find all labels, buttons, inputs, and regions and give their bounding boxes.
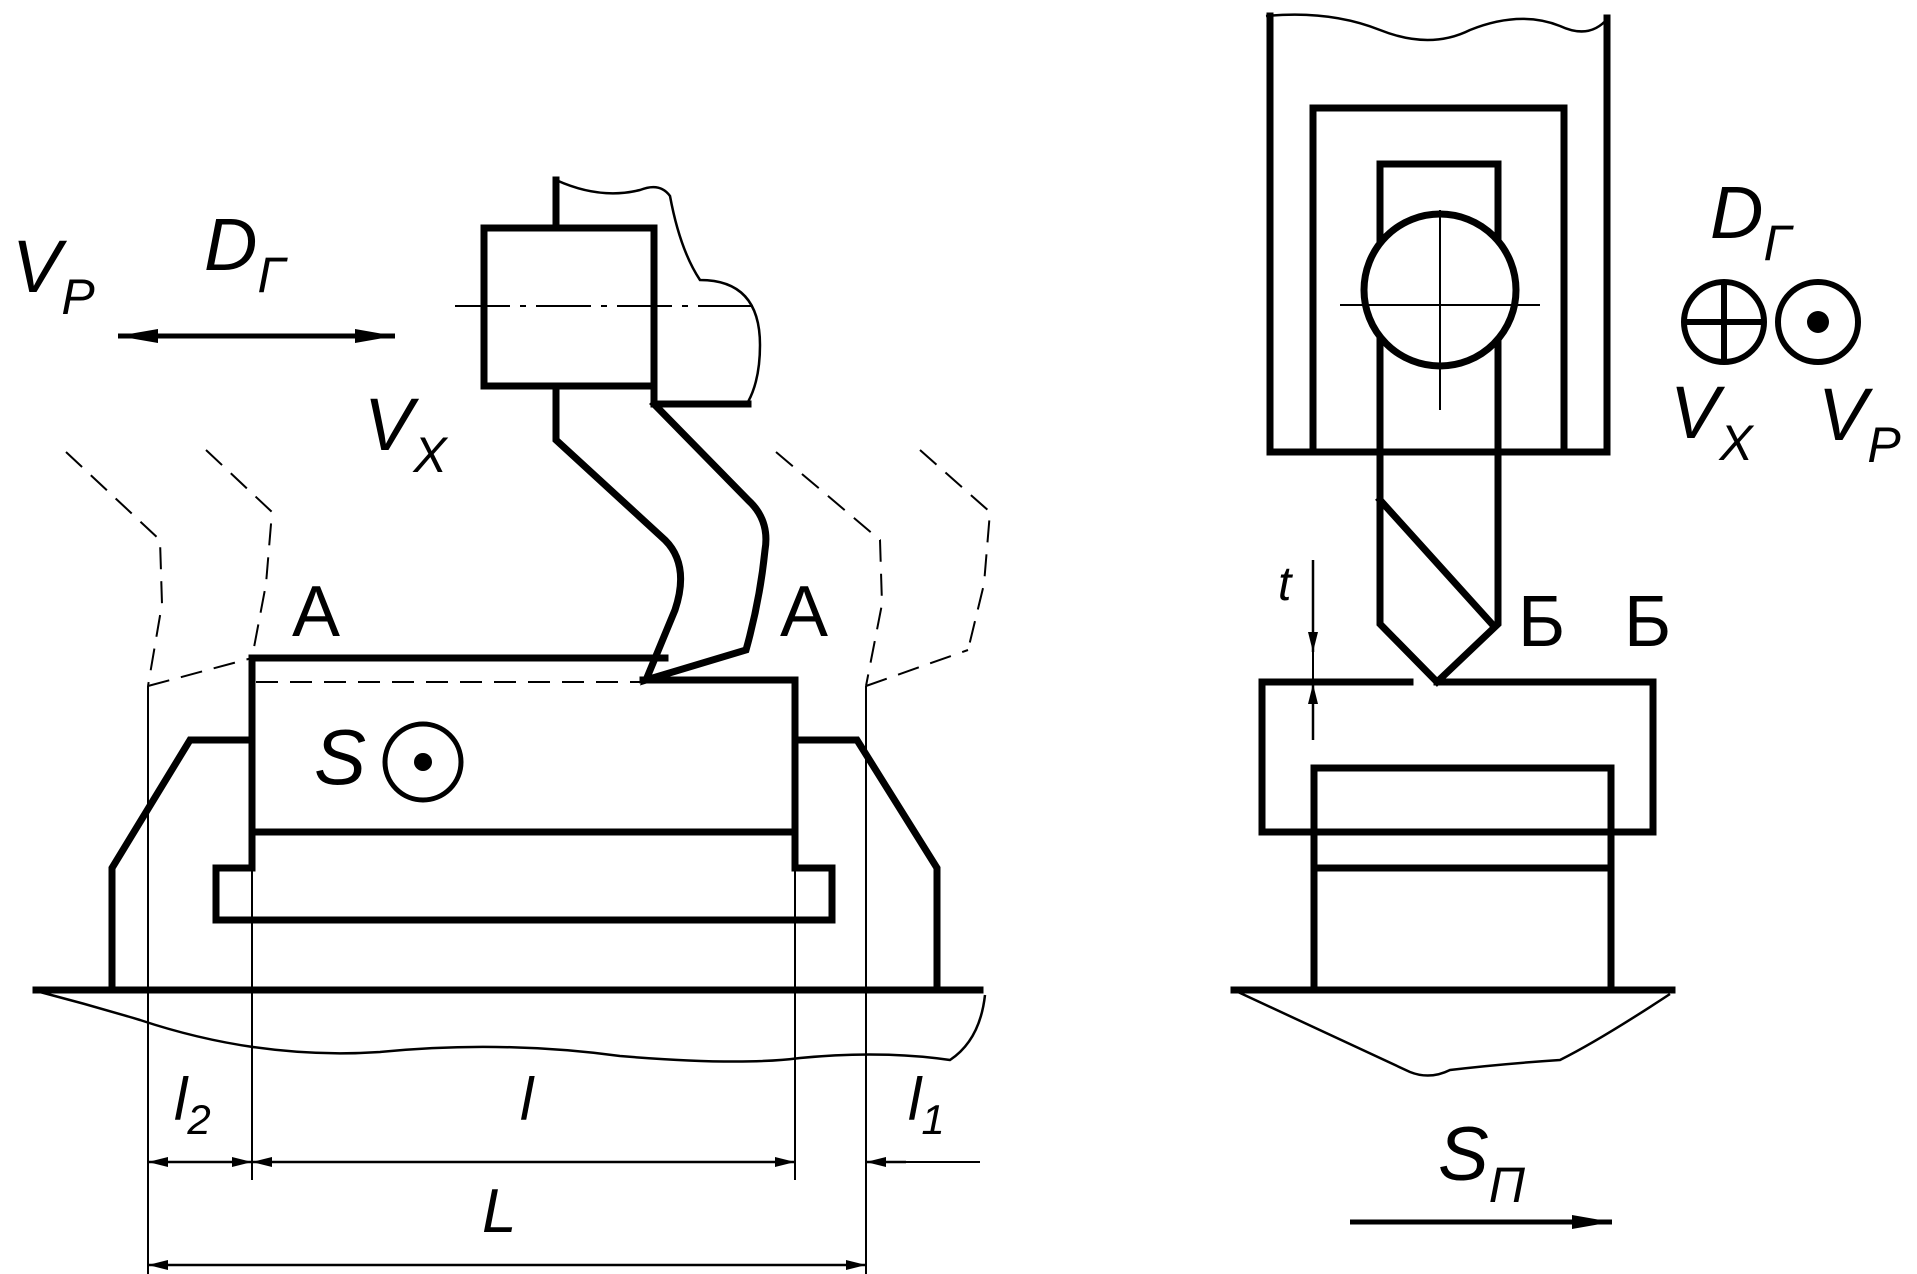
planing-tool: [455, 176, 770, 686]
section-b-right: Б: [1624, 582, 1671, 662]
section-a-left: А: [292, 572, 340, 652]
dim-l2-label: l2: [174, 1066, 211, 1143]
vise-plate: [212, 828, 836, 924]
vp-label: VP: [12, 225, 95, 325]
side-workpiece: [1258, 678, 1657, 836]
feed-direction-symbol: [382, 721, 464, 803]
dg-label: DГ: [204, 203, 288, 303]
dimension-lines: [147, 686, 980, 1274]
vp-out-of-page-symbol: [1775, 279, 1861, 365]
side-view: t DГ VX VP Б Б SП: [1230, 12, 1901, 1229]
section-a-right: А: [780, 572, 828, 652]
side-feed-label: SП: [1438, 1112, 1526, 1213]
section-b-left: Б: [1518, 582, 1565, 662]
feed-label: S: [314, 713, 366, 801]
tool-approach-ghost: [65, 449, 274, 687]
side-table: [1230, 986, 1676, 1077]
dim-L-label: L: [482, 1177, 516, 1246]
dim-l-label: l: [520, 1066, 535, 1133]
depth-label: t: [1278, 558, 1293, 611]
tool-ram: [1265, 12, 1611, 456]
vx-label: VX: [364, 383, 448, 483]
dim-l1-label: l1: [908, 1066, 945, 1143]
side-vise: [1310, 764, 1615, 994]
vise-body: [108, 736, 941, 994]
side-tool: [1340, 160, 1540, 687]
vx-into-page-symbol: [1681, 279, 1767, 365]
side-dg-label: DГ: [1710, 171, 1794, 271]
tool-overrun-ghost: [775, 449, 992, 687]
front-view: VP DГ VX А А S l2 l l1 L: [12, 176, 992, 1274]
side-vp-label: VP: [1818, 373, 1901, 473]
machine-table: [32, 986, 987, 1063]
side-vx-label: VX: [1670, 371, 1754, 471]
